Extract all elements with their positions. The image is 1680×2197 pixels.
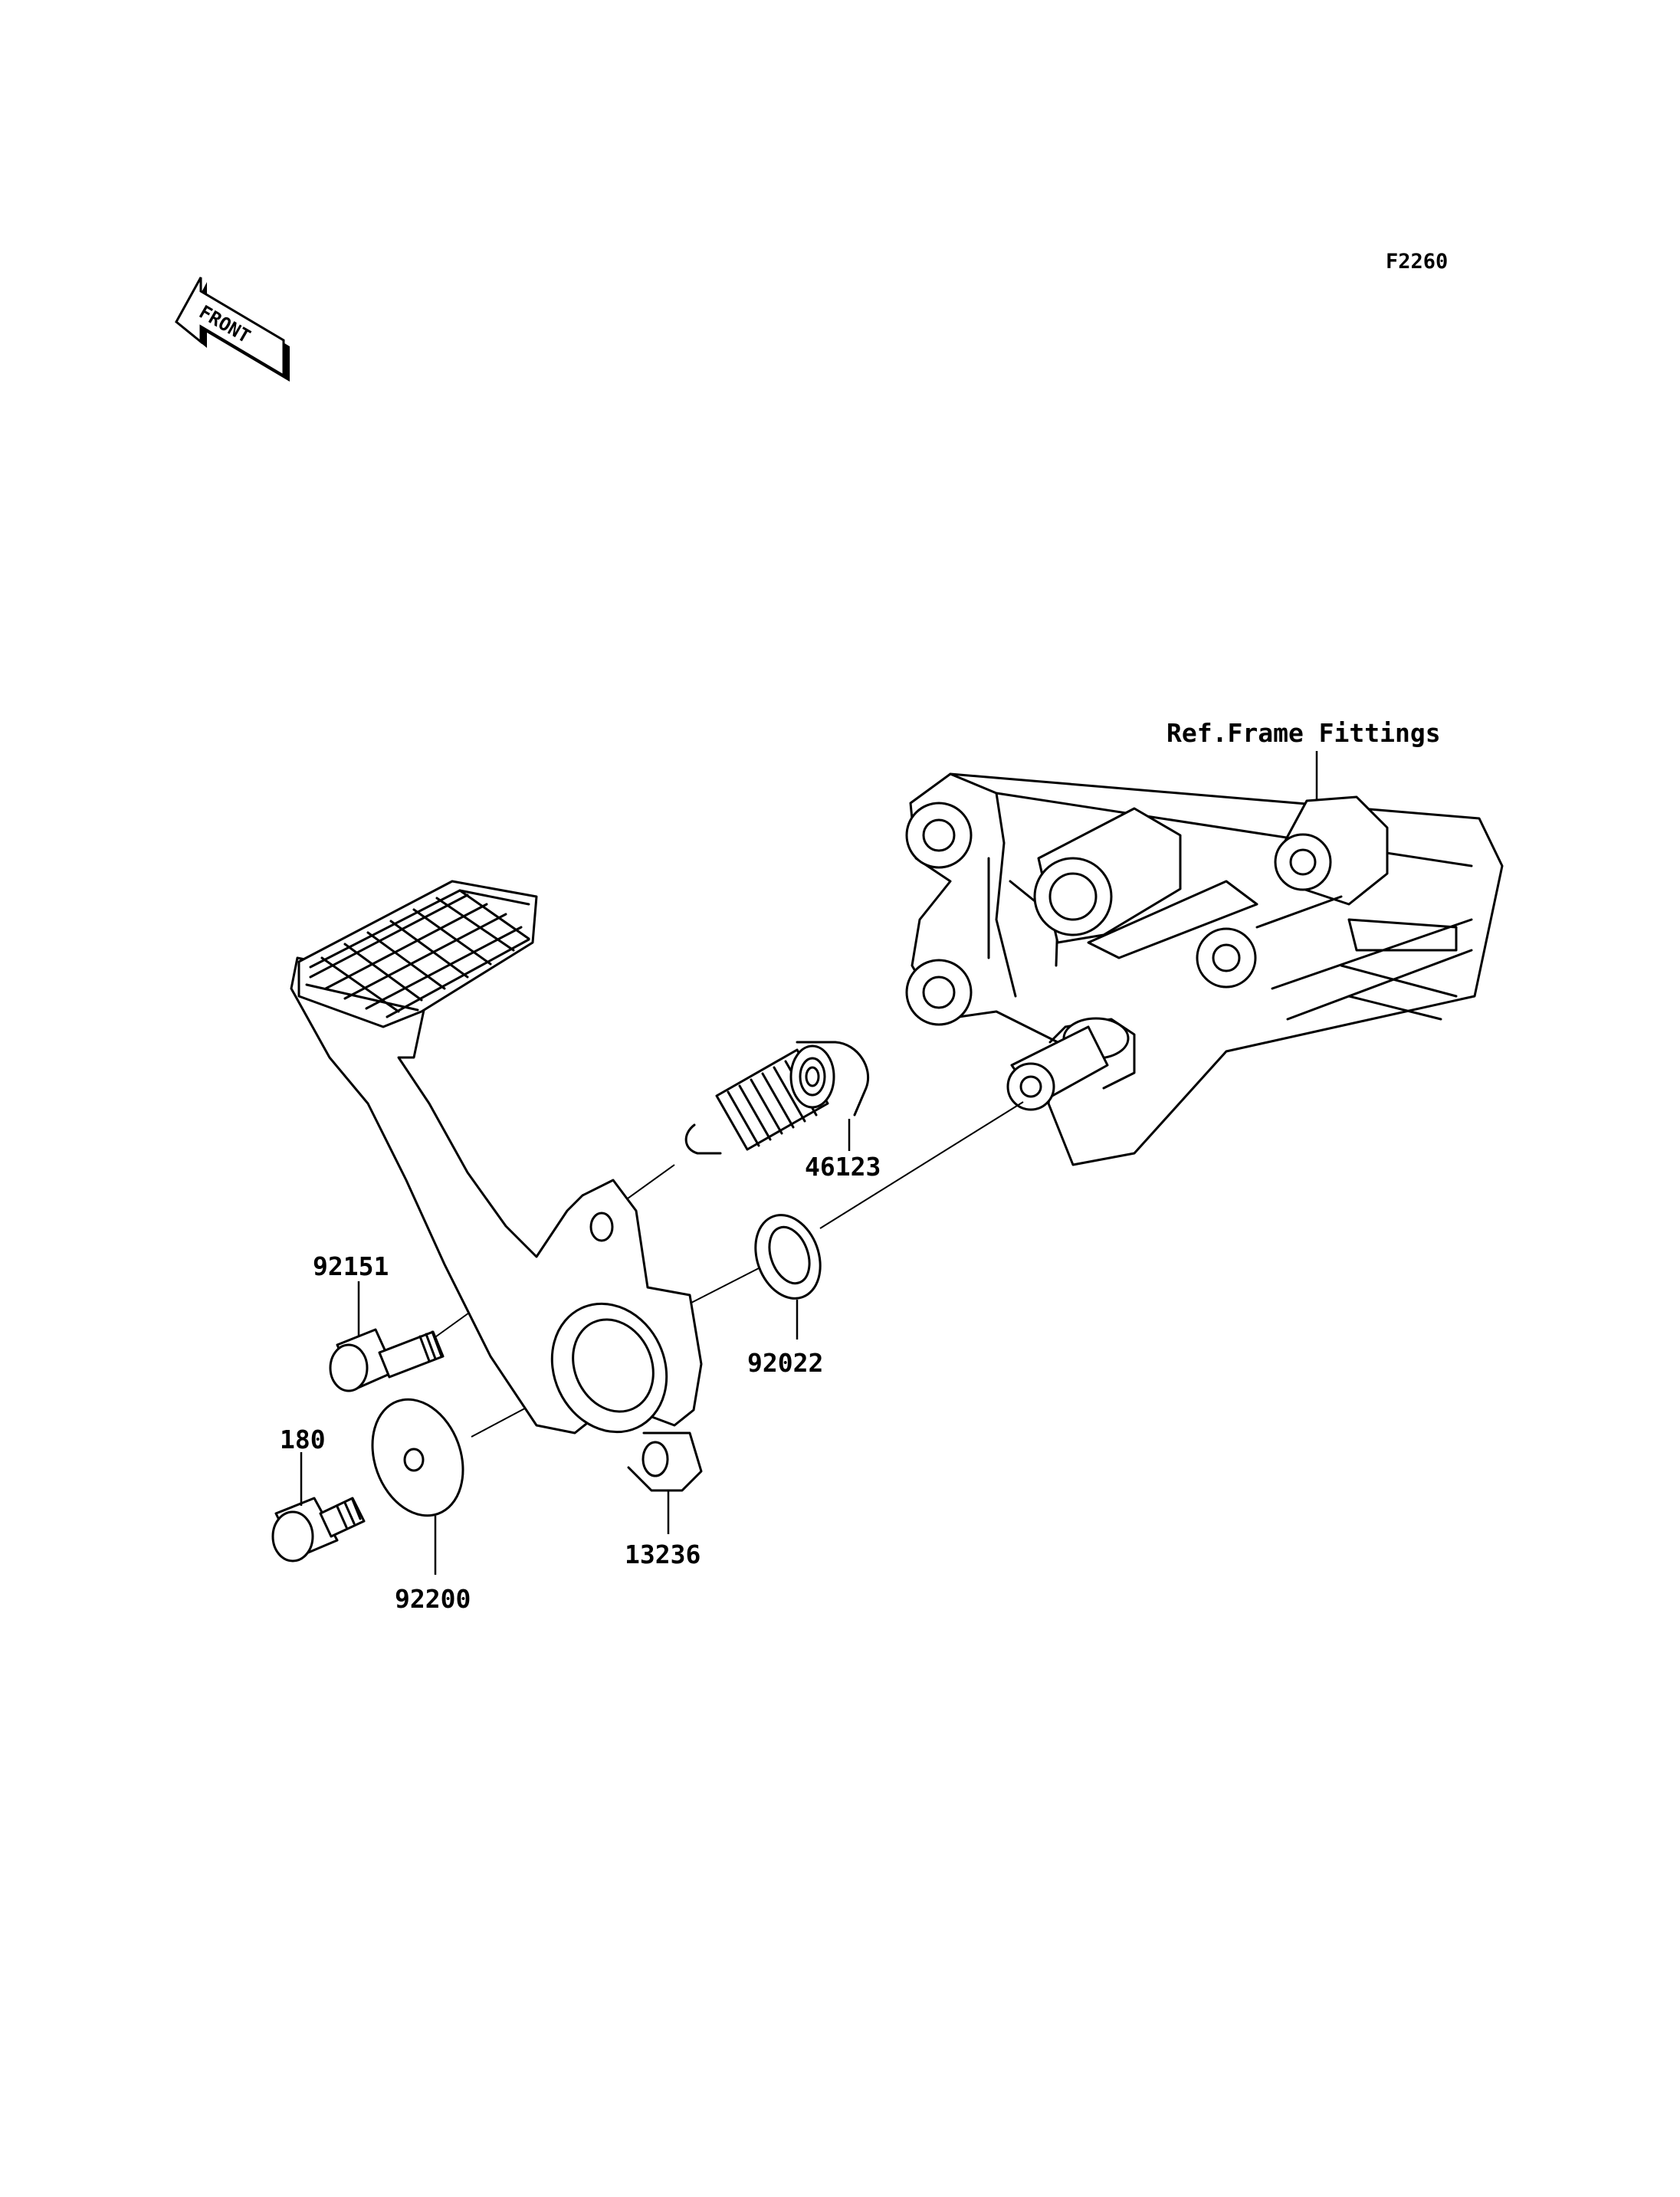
diagram-code: F2260 [1386,250,1448,274]
washer-92200-drawing [371,1398,464,1517]
washer-92022-drawing [754,1214,822,1300]
brake-pedal-drawing [290,880,703,1492]
bolt-180-drawing [271,1497,366,1562]
part-label-46123: 46123 [805,1152,881,1182]
part-label-180: 180 [280,1425,326,1454]
part-label-92200: 92200 [395,1584,471,1614]
spring-drawing [684,1041,870,1155]
bolt-92151-drawing [329,1328,445,1392]
front-arrow-icon: FRONT [175,277,290,382]
part-label-92151: 92151 [313,1251,389,1281]
frame-fittings-drawing [905,772,1504,1166]
part-label-13236: 13236 [625,1540,701,1569]
part-label-92022: 92022 [747,1348,823,1378]
reference-label: Ref.Frame Fittings [1166,718,1441,748]
